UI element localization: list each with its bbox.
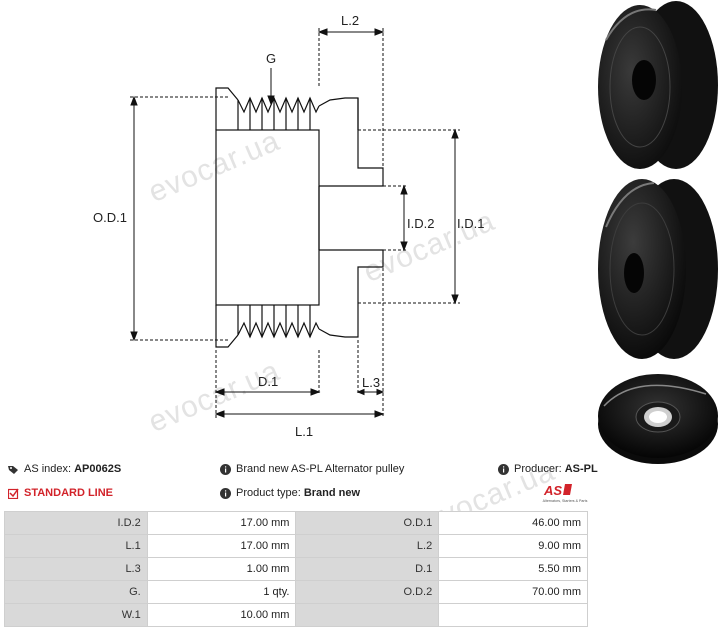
spec-label xyxy=(295,603,440,627)
spec-value: 17.00 mm xyxy=(146,511,297,535)
spec-value: 1 qty. xyxy=(146,580,297,604)
info-icon xyxy=(220,487,231,499)
pulley-photo-front xyxy=(598,179,718,359)
hub-bottom-outline xyxy=(318,249,384,338)
pulley-photo-angle xyxy=(598,1,718,169)
producer-value: AS-PL xyxy=(564,463,598,475)
spec-value xyxy=(438,603,588,627)
spec-label: O.D.2 xyxy=(295,580,440,604)
producer-row: Producer: AS-PL xyxy=(498,463,598,475)
top-groove-zigzag xyxy=(237,96,320,114)
as-index-value: AP0062S xyxy=(74,463,122,475)
dim-label-id2: I.D.2 xyxy=(407,216,434,231)
spec-label: L.1 xyxy=(4,534,148,558)
as-pl-logo: AS Alternators, Starters & Parts xyxy=(540,482,590,504)
info-icon xyxy=(220,463,231,475)
product-type-label: Product type: xyxy=(236,487,301,499)
spec-label: L.3 xyxy=(4,557,148,581)
description-row: Brand new AS-PL Alternator pulley xyxy=(220,463,404,475)
spec-label: D.1 xyxy=(295,557,440,581)
flange-top-outline xyxy=(215,87,239,130)
spec-label: W.1 xyxy=(4,603,148,627)
spec-value: 17.00 mm xyxy=(146,534,297,558)
dim-label-g: G xyxy=(266,51,276,66)
bottom-groove-zigzag xyxy=(237,321,320,339)
spec-label: O.D.1 xyxy=(295,511,440,535)
spec-value: 10.00 mm xyxy=(146,603,297,627)
spec-value: 5.50 mm xyxy=(438,557,588,581)
producer-label: Producer: xyxy=(514,463,562,475)
spec-value: 1.00 mm xyxy=(146,557,297,581)
tag-icon xyxy=(8,465,18,474)
dim-label-id1: I.D.1 xyxy=(457,216,484,231)
hub-top-outline xyxy=(318,97,384,187)
as-index-label: AS index: xyxy=(24,463,72,475)
logo-tagline: Alternators, Starters & Parts xyxy=(543,499,588,503)
pulley-body-outline xyxy=(215,129,320,306)
spec-label: L.2 xyxy=(295,534,440,558)
checkbox-icon xyxy=(8,488,19,499)
spec-value: 70.00 mm xyxy=(438,580,588,604)
pulley-photo-back xyxy=(598,374,718,464)
product-type-row: Product type: Brand new xyxy=(220,487,360,499)
pulley-dimension-drawing: L.2 G O.D.1 I.D.2 I.D.1 D.1 L.3 L.1 xyxy=(93,13,484,439)
product-type-value: Brand new xyxy=(303,487,361,499)
spec-label: I.D.2 xyxy=(4,511,148,535)
flange-bottom-outline xyxy=(215,305,239,348)
info-icon xyxy=(498,463,509,475)
description-text: Brand new AS-PL Alternator pulley xyxy=(236,463,405,475)
as-index-row: AS index: AP0062S xyxy=(8,463,121,475)
logo-text: AS xyxy=(543,483,562,498)
as-logo-graphic: AS Alternators, Starters & Parts xyxy=(543,483,588,503)
dim-label-d1: D.1 xyxy=(258,374,278,389)
standard-line-row: STANDARD LINE xyxy=(8,487,113,499)
dim-label-l1: L.1 xyxy=(295,424,313,439)
spec-label: G. xyxy=(4,580,148,604)
dim-label-od1: O.D.1 xyxy=(93,210,127,225)
dim-label-l2: L.2 xyxy=(341,13,359,28)
spec-value: 46.00 mm xyxy=(438,511,588,535)
standard-line-label: STANDARD LINE xyxy=(24,487,114,499)
spec-value: 9.00 mm xyxy=(438,534,588,558)
dim-label-l3: L.3 xyxy=(362,375,380,390)
